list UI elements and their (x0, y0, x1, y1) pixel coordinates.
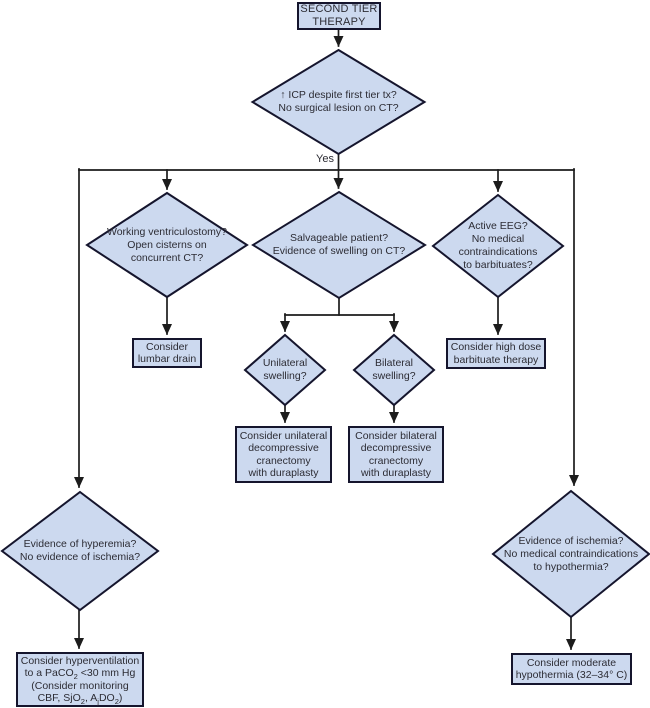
decision-bilateral-swelling-shape (352, 333, 436, 407)
decision-icp-shape (250, 48, 427, 156)
decision-active-eeg-shape (431, 193, 565, 299)
edge-label-yes: Yes (316, 153, 334, 165)
decision-hyperemia-shape (0, 490, 160, 612)
decision-salvageable-label: Salvageable patient?Evidence of swelling… (272, 232, 406, 257)
decision-ischemia-label: Evidence of ischemia?No medical contrain… (503, 534, 639, 573)
decision-working-ventriculostomy-label: Working ventriculostomy?Open cisterns on… (106, 225, 228, 264)
decision-unilateral-swelling-shape (243, 333, 327, 407)
decision-ischemia-shape (491, 489, 650, 619)
decision-salvageable-shape (251, 190, 427, 300)
decision-working-ventriculostomy-shape (85, 191, 249, 299)
decision-icp-label: ↑ ICP despite first tier tx?No surgical … (278, 89, 399, 114)
decision-hyperemia-label: Evidence of hyperemia?No evidence of isc… (19, 538, 141, 563)
